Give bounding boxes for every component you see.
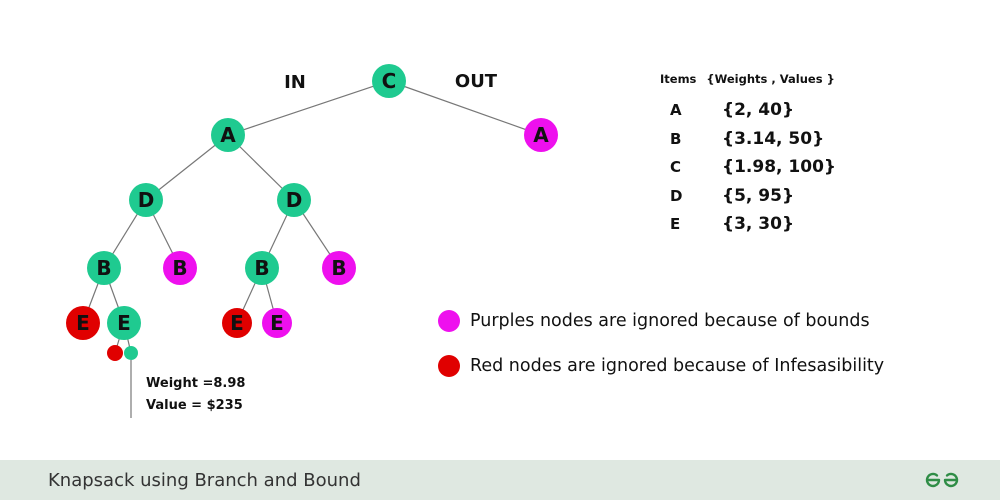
- node-label: B: [254, 256, 269, 280]
- item-row: C {1.98, 100}: [660, 153, 836, 182]
- branch-label-in: IN: [284, 72, 306, 93]
- legend-item-red: Red nodes are ignored because of Infesas…: [438, 343, 884, 388]
- tree-node-e-4: E: [262, 308, 292, 338]
- tree-nodes: C A A D D B B B B E E E E: [66, 64, 558, 361]
- tree-node-d-right: D: [277, 183, 311, 217]
- node-label: E: [76, 311, 90, 335]
- tree-node-b-rr: B: [322, 251, 356, 285]
- item-row: E {3, 30}: [660, 210, 836, 239]
- footer-bar: Knapsack using Branch and Bound: [0, 460, 1000, 500]
- tree-node-b-lr: B: [163, 251, 197, 285]
- result-value: Value = $235: [146, 398, 243, 413]
- node-circle: [124, 346, 138, 360]
- item-row: B {3.14, 50}: [660, 125, 836, 154]
- items-header-values: {Weights , Values }: [706, 72, 835, 86]
- node-label: D: [138, 188, 155, 212]
- node-label: E: [117, 311, 131, 335]
- item-name: C: [670, 158, 682, 177]
- item-weight-value: {3, 30}: [722, 214, 795, 235]
- node-label: A: [220, 123, 236, 147]
- node-circle: [87, 251, 121, 285]
- tree-node-e-3: E: [222, 308, 252, 338]
- legend: Purples nodes are ignored because of bou…: [438, 298, 884, 388]
- node-circle: [107, 306, 141, 340]
- item-weight-value: {5, 95}: [722, 185, 795, 206]
- node-circle: [129, 183, 163, 217]
- node-label: E: [270, 311, 284, 335]
- purple-dot-icon: [438, 309, 460, 332]
- tree-node-e-1: E: [66, 306, 100, 340]
- edge-a-d-left: [145, 134, 229, 201]
- edge-root-a-out: [388, 80, 542, 136]
- node-circle: [277, 183, 311, 217]
- node-circle: [66, 306, 100, 340]
- node-label: A: [533, 123, 549, 147]
- red-dot-icon: [438, 354, 460, 377]
- legend-text-red: Red nodes are ignored because of Infesas…: [470, 355, 885, 376]
- node-label: B: [96, 256, 111, 280]
- legend-item-purple: Purples nodes are ignored because of bou…: [438, 298, 884, 343]
- node-label: B: [331, 256, 346, 280]
- edge-root-a-in: [227, 80, 390, 136]
- tree-node-leaf-1: [107, 345, 123, 361]
- tree-node-a-out: A: [524, 118, 558, 152]
- item-weight-value: {2, 40}: [722, 100, 795, 121]
- result-weight: Weight =8.98: [146, 376, 245, 391]
- tree-node-root: C: [372, 64, 406, 98]
- tree-node-a-in: A: [211, 118, 245, 152]
- items-rows: A {2, 40} B {3.14, 50} C {1.98, 100} D {5, 95} E…: [660, 96, 836, 239]
- node-label: C: [382, 69, 397, 93]
- node-circle: [262, 308, 292, 338]
- branch-and-bound-tree: IN OUT C A A D D B B B B E E E E Weight =8.98 Value …: [66, 64, 558, 418]
- tree-node-e-2: E: [107, 306, 141, 340]
- tree-node-b-ll: B: [87, 251, 121, 285]
- node-circle: [322, 251, 356, 285]
- node-label: D: [286, 188, 303, 212]
- node-circle: [245, 251, 279, 285]
- node-circle: [163, 251, 197, 285]
- item-name: E: [670, 215, 681, 234]
- items-table-header: Items {Weights , Values }: [660, 72, 836, 86]
- node-circle: [524, 118, 558, 152]
- item-weight-value: {1.98, 100}: [722, 157, 837, 178]
- item-row: D {5, 95}: [660, 182, 836, 211]
- item-name: B: [670, 129, 682, 148]
- item-name: A: [670, 101, 682, 120]
- node-circle: [372, 64, 406, 98]
- legend-text-purple: Purples nodes are ignored because of bou…: [470, 310, 870, 331]
- node-circle: [107, 345, 123, 361]
- tree-node-leaf-2: [124, 346, 138, 360]
- node-circle: [211, 118, 245, 152]
- item-row: A {2, 40}: [660, 96, 836, 125]
- branch-label-out: OUT: [455, 71, 498, 92]
- tree-node-d-left: D: [129, 183, 163, 217]
- tree-node-b-rl: B: [245, 251, 279, 285]
- footer-title: Knapsack using Branch and Bound: [48, 469, 361, 491]
- items-table: Items {Weights , Values } A {2, 40} B {3.14…: [660, 72, 836, 239]
- node-circle: [222, 308, 252, 338]
- items-header-label: Items: [660, 72, 697, 86]
- item-name: D: [670, 186, 683, 205]
- node-label: B: [172, 256, 187, 280]
- gfg-logo-icon: [925, 472, 959, 488]
- item-weight-value: {3.14, 50}: [722, 128, 825, 149]
- node-label: E: [230, 311, 244, 335]
